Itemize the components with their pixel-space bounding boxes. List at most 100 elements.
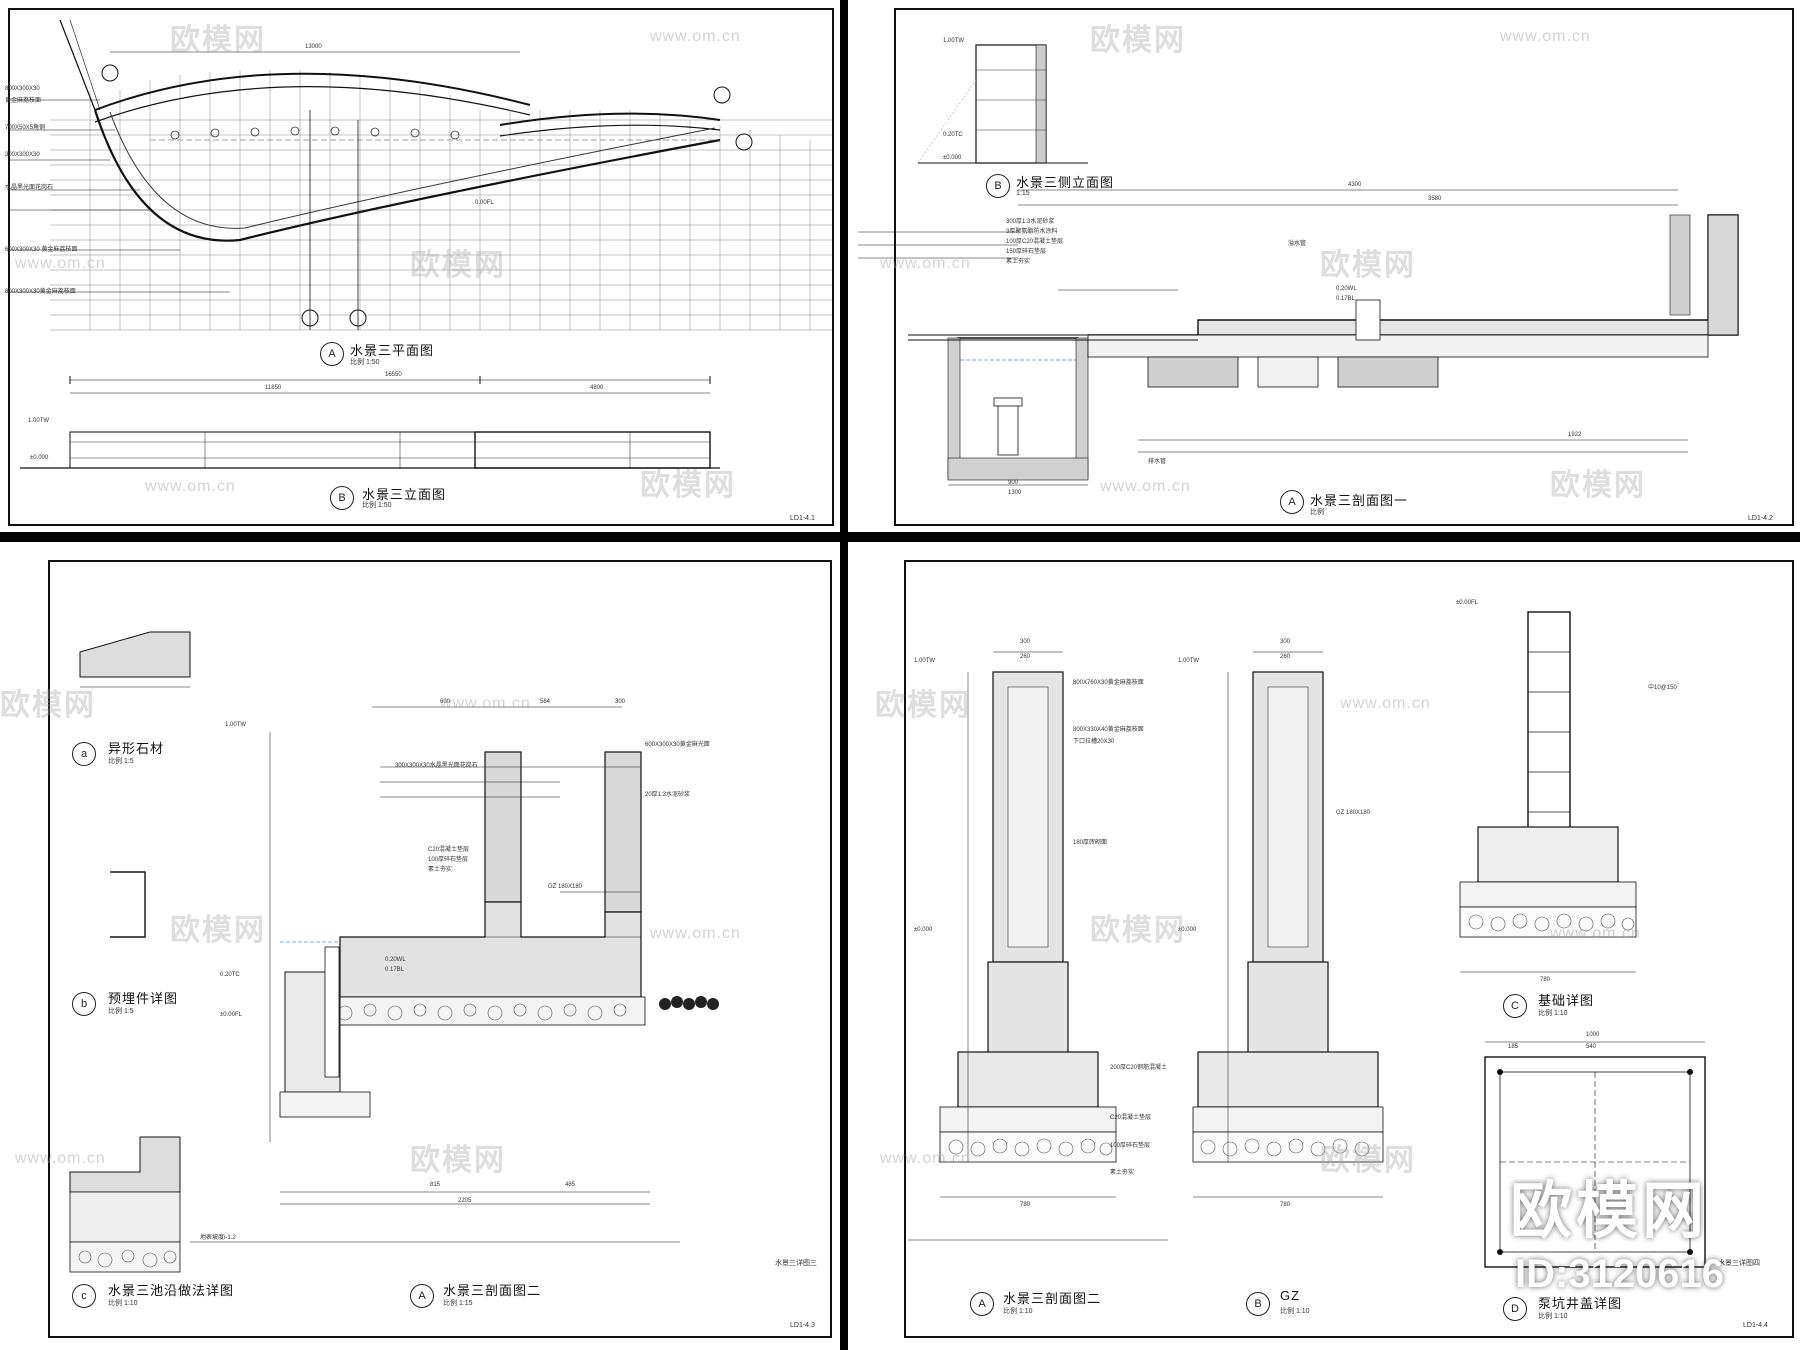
column-note-7: 100厚碎石垫层 bbox=[1110, 1143, 1151, 1149]
level-tc: 0.20TC bbox=[220, 972, 240, 978]
view-a-scale: 比例 bbox=[1310, 509, 1324, 516]
view-a-title: 水景三剖面图二 bbox=[1003, 1291, 1102, 1306]
watermark-url: www.om.cn bbox=[15, 255, 106, 272]
brand-logo-text: 欧模网 bbox=[1510, 1177, 1709, 1246]
dim-top1: 600 bbox=[440, 699, 451, 705]
view-b-title: 水景三立面图 bbox=[362, 487, 447, 502]
detail-note-2: 300X300X30水晶黑光面花岗石 bbox=[395, 763, 478, 769]
watermark-text: 欧模网 bbox=[875, 689, 971, 722]
sheet-4-name: 水景三详图四 bbox=[1718, 1260, 1760, 1267]
view-c-marker: C bbox=[1503, 994, 1527, 1018]
level-zero: ±0.000 bbox=[943, 155, 962, 161]
watermark-text: 欧模网 bbox=[1320, 1144, 1416, 1177]
dim-cover: 1000 bbox=[1586, 1032, 1600, 1038]
view-a-marker: A bbox=[410, 1284, 434, 1308]
dim-d2: 485 bbox=[565, 1182, 576, 1188]
column-note-2: 800X330X40黄金麻荔枝面 bbox=[1073, 727, 1144, 733]
view-d-title: 泵坑井盖详图 bbox=[1538, 1296, 1623, 1311]
dim-cover-in: 540 bbox=[1586, 1044, 1597, 1050]
view-c-title: 水景三池沿做法详图 bbox=[108, 1283, 235, 1298]
dim-total: 4300 bbox=[1348, 182, 1362, 188]
watermark-url: www.om.cn bbox=[650, 925, 741, 942]
plan-note-2: 黄金麻荔枝面 bbox=[5, 98, 42, 104]
detail-note-3: 20厚1:3水泥砂浆 bbox=[645, 792, 691, 798]
dim-mid: 3580 bbox=[1428, 196, 1442, 202]
dim-w1-b: 300 bbox=[1280, 639, 1291, 645]
view-c-scale: 比例 1:10 bbox=[108, 1300, 138, 1307]
detail-note-7: GZ 180X180 bbox=[548, 884, 583, 890]
view-a-scale: 比例 1:15 bbox=[443, 1300, 473, 1307]
view-b-scale: 1:15 bbox=[1016, 190, 1030, 197]
detail-note-8: 地表坡度i-1.2 bbox=[200, 1235, 236, 1241]
sheet-4-frame bbox=[904, 560, 1794, 1338]
watermark-url: www.om.cn bbox=[880, 255, 971, 272]
side-elevation-and-section-drawing bbox=[858, 44, 1739, 486]
view-d-scale: 比例 1:10 bbox=[1538, 1313, 1568, 1320]
level-wl: 0.20WL bbox=[385, 957, 406, 963]
level-base-a: ±0.000 bbox=[914, 927, 933, 933]
column-note-1: 800X760X30黄金麻荔枝面 bbox=[1073, 680, 1144, 686]
view-b-small-marker: b bbox=[72, 992, 96, 1016]
plan-note-3: 700X50X5角钢 bbox=[5, 125, 46, 131]
view-a-marker: A bbox=[320, 342, 344, 366]
level-top-b: 1.00TW bbox=[1178, 658, 1200, 664]
view-c-marker: c bbox=[72, 1284, 96, 1308]
view-d-marker: D bbox=[1503, 1297, 1527, 1321]
detail-note-5: 100厚碎石垫层 bbox=[428, 857, 469, 863]
section-note-2: 3厚聚氨酯防水涂料 bbox=[1006, 229, 1058, 235]
level-tc: 0.20TC bbox=[943, 132, 963, 138]
dim-d1: 815 bbox=[430, 1182, 441, 1188]
watermark-url: www.om.cn bbox=[1100, 478, 1191, 495]
plan-note-4: 300X300X30 bbox=[5, 152, 40, 158]
view-b-title: GZ bbox=[1280, 1288, 1301, 1303]
watermark-url: www.om.cn bbox=[440, 695, 531, 712]
section-note-4: 150厚碎石垫层 bbox=[1006, 249, 1047, 255]
level-bl: 0.17BL bbox=[385, 967, 405, 973]
sheet-2-number: LD1-4.2 bbox=[1748, 515, 1773, 522]
dim-top-label: 13000 bbox=[305, 44, 322, 50]
view-b-title: 水景三侧立面图 bbox=[1016, 175, 1115, 190]
watermark-url: www.om.cn bbox=[1340, 695, 1431, 712]
dim-top2: 564 bbox=[540, 699, 551, 705]
view-b-small-title: 预埋件详图 bbox=[108, 991, 179, 1006]
watermark-text: 欧模网 bbox=[1090, 914, 1186, 947]
watermark-text: 欧模网 bbox=[410, 1144, 506, 1177]
level-mid-label: 0.00FL bbox=[475, 200, 494, 206]
dim-base-a: 780 bbox=[1020, 1202, 1031, 1208]
column-and-foundation-drawing bbox=[908, 611, 1706, 1268]
watermark-text: 欧模网 bbox=[410, 249, 506, 282]
view-b-scale: 比例 1:10 bbox=[1280, 1308, 1310, 1315]
dim-top3: 300 bbox=[615, 699, 626, 705]
dim-cell: 1300 bbox=[1008, 490, 1022, 496]
view-b-marker: B bbox=[330, 486, 354, 510]
view-b-marker: B bbox=[986, 174, 1010, 198]
level-top-label: 1.00TW bbox=[28, 418, 50, 424]
sheet-3-number: LD1-4.3 bbox=[790, 1322, 815, 1329]
drawing-sheet-4: 300 260 300 260 780 780 780 1000 540 185… bbox=[848, 542, 1800, 1350]
watermark-text: 欧模网 bbox=[1090, 24, 1186, 57]
plan-note-1: 800X300X30 bbox=[5, 86, 40, 92]
level-top: 1.00TW bbox=[943, 38, 965, 44]
watermark-text: 欧模网 bbox=[640, 469, 736, 502]
view-c-title: 基础详图 bbox=[1538, 993, 1595, 1008]
view-a-scale: 比例 1:50 bbox=[350, 359, 380, 366]
watermark-url: www.om.cn bbox=[1500, 28, 1591, 45]
view-b-small-scale: 比例 1:5 bbox=[108, 1008, 134, 1015]
watermark-text: 欧模网 bbox=[170, 24, 266, 57]
column-note-4: 180厚砖砌面 bbox=[1073, 840, 1108, 846]
section-note-6: 溢水管 bbox=[1288, 241, 1307, 247]
view-a-title: 水景三剖面图一 bbox=[1310, 493, 1409, 508]
level-base-label: ±0.000 bbox=[30, 455, 49, 461]
plan-note-6: 600X300X30 黄金麻荔枝面 bbox=[5, 247, 78, 253]
section-note-1: 300厚1:3水泥砂浆 bbox=[1006, 219, 1055, 225]
watermark-url: www.om.cn bbox=[145, 478, 236, 495]
column-note-3: 下口拉槽20X30 bbox=[1073, 739, 1115, 745]
watermark-url: www.om.cn bbox=[1550, 925, 1641, 942]
dim-right-label: 4800 bbox=[590, 385, 604, 391]
dim-left-label: 11850 bbox=[265, 385, 282, 391]
view-b-marker: B bbox=[1246, 1292, 1270, 1316]
level-fl: ±0.00FL bbox=[220, 1012, 242, 1018]
watermark-text: 欧模网 bbox=[0, 689, 96, 722]
sheet-1-number: LD1-4.1 bbox=[790, 515, 815, 522]
column-note-10: 中10@150 bbox=[1648, 685, 1677, 691]
